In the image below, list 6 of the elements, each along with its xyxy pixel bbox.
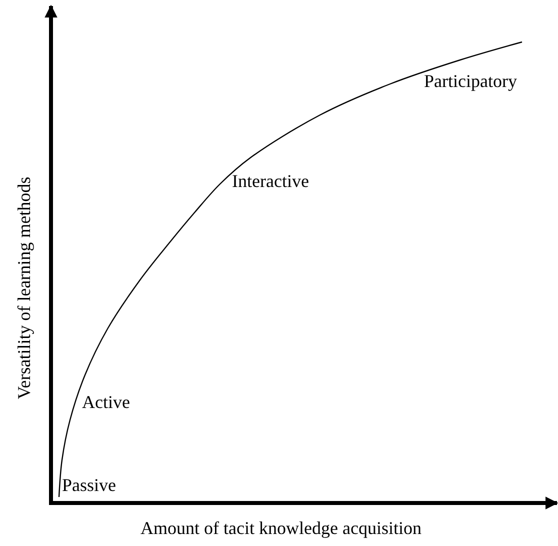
stage-label: Passive [62,476,116,496]
axis-title: Versatility of learning methods [15,176,35,400]
stage-label: Interactive [232,172,309,192]
stage-label: Active [82,393,130,413]
axis-title: Amount of tacit knowledge acquisition [140,519,422,539]
stage-label: Participatory [424,72,517,92]
